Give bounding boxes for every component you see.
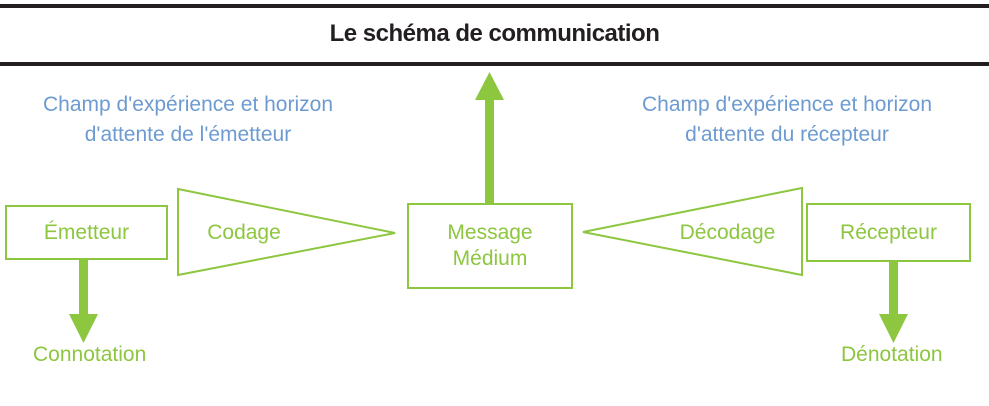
up-arrow-stem	[485, 97, 494, 204]
down-arrow-right-stem	[889, 261, 898, 317]
title-underline-rule	[0, 62, 989, 66]
message-medium-node: Message Médium	[407, 203, 573, 289]
sender-context-line1: Champ d'expérience et horizon	[42, 93, 333, 116]
recepteur-node: Récepteur	[806, 203, 971, 262]
emetteur-node: Émetteur	[5, 205, 168, 260]
receiver-context-line1: Champ d'expérience et horizon	[641, 93, 932, 116]
connotation-label: Connotation	[33, 343, 147, 366]
down-arrow-right-head	[879, 314, 908, 343]
denotation-label: Dénotation	[841, 343, 943, 366]
message-label-line2: Médium	[452, 247, 528, 270]
top-rule	[0, 4, 989, 8]
emetteur-label: Émetteur	[43, 220, 130, 244]
receiver-context-label: Champ d'expérience et horizon d'attente …	[602, 90, 972, 150]
message-label-line1: Message	[447, 221, 533, 244]
down-arrow-left-stem	[79, 259, 88, 317]
decodage-label: Décodage	[679, 221, 776, 244]
diagram-title: Le schéma de communication	[329, 20, 660, 47]
up-arrow-head	[475, 72, 504, 100]
receiver-context-line2: d'attente du récepteur	[685, 123, 889, 146]
sender-context-line2: d'attente de l'émetteur	[84, 123, 292, 146]
codage-label: Codage	[207, 221, 281, 244]
down-arrow-left-head	[69, 314, 98, 343]
sender-context-label: Champ d'expérience et horizon d'attente …	[3, 90, 373, 150]
recepteur-label: Récepteur	[840, 220, 937, 244]
